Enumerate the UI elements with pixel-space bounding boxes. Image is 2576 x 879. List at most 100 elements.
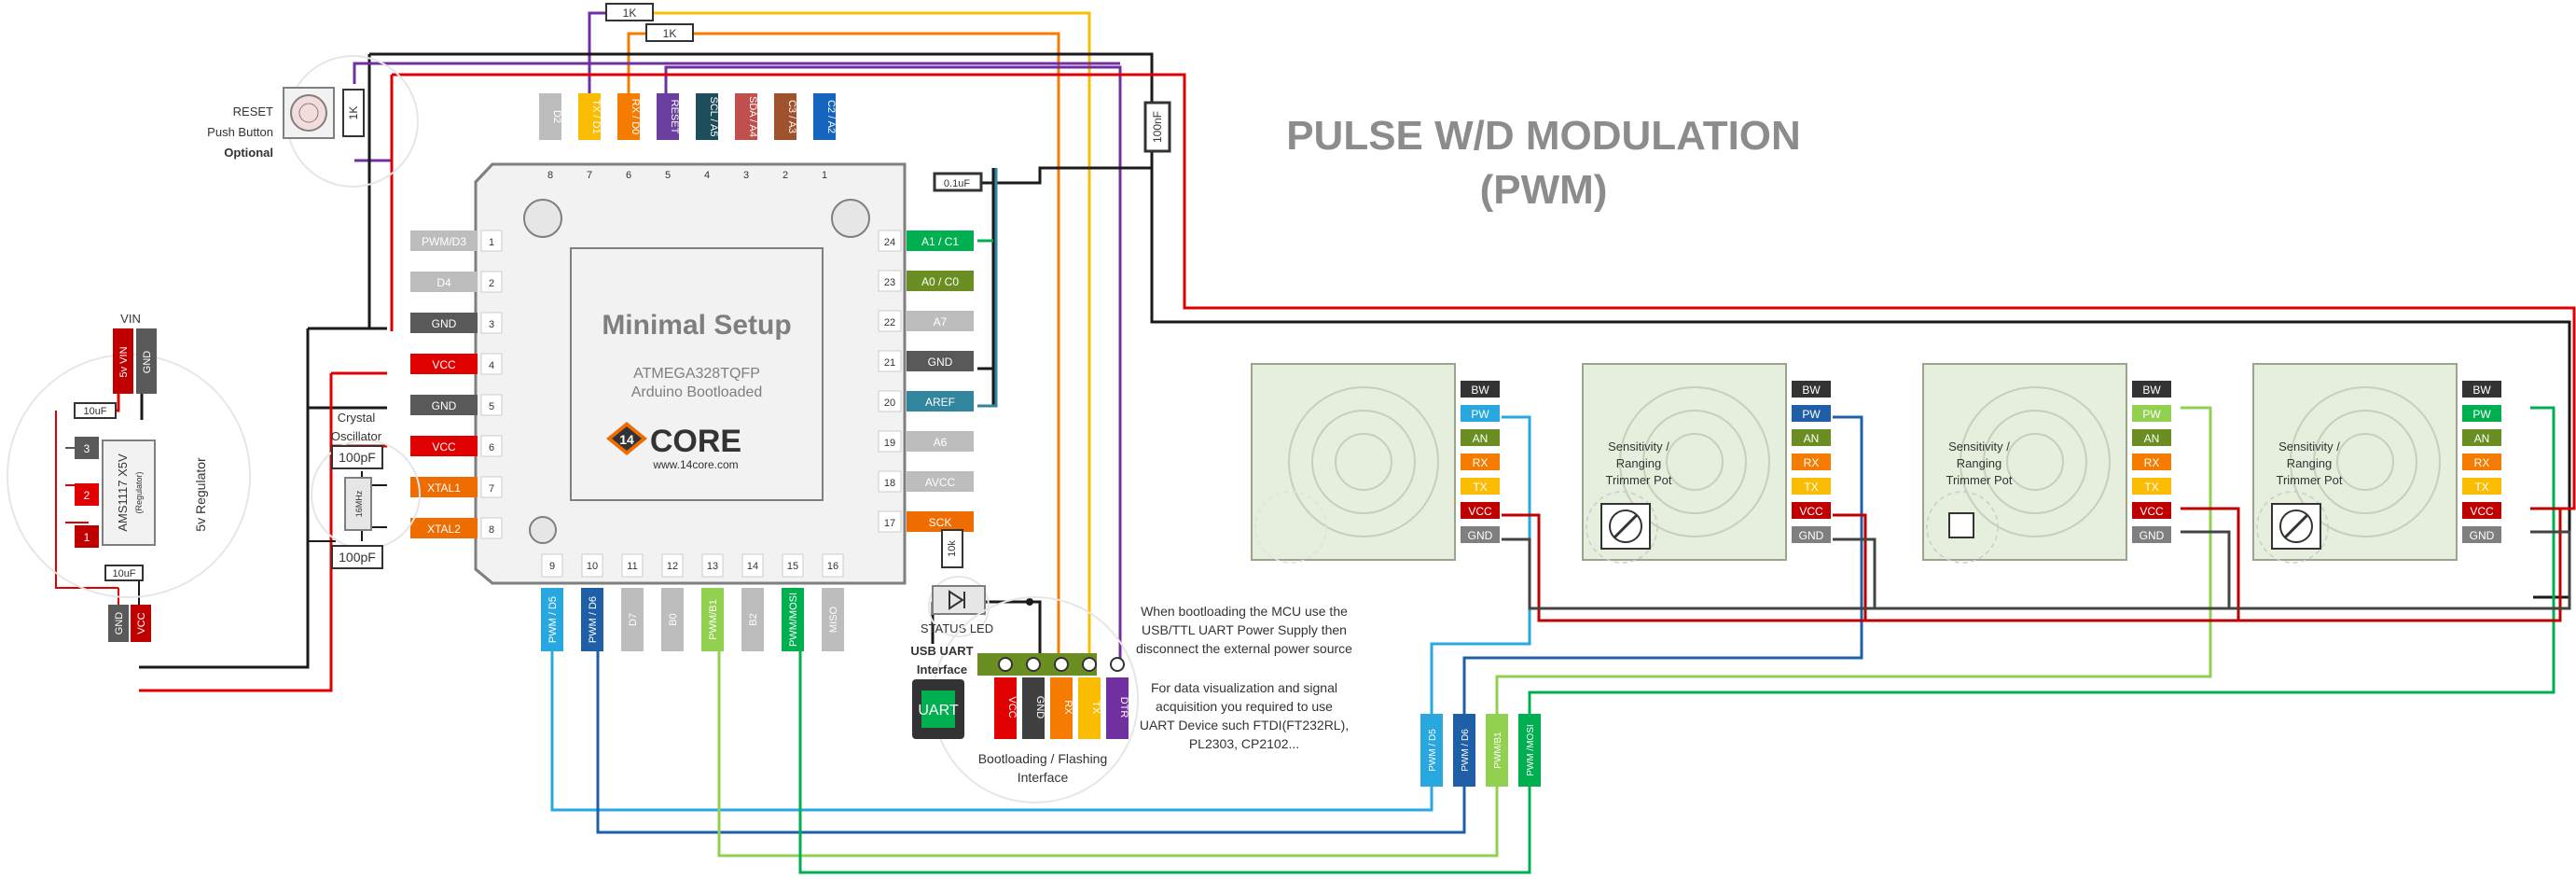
- bottom-pin-number: 11: [627, 561, 637, 572]
- sensor-pin: PW: [1792, 405, 1831, 422]
- bottom-pin-label: PWM/B1: [708, 599, 719, 639]
- left-pin-label: GND: [432, 399, 457, 412]
- sensor-pin: TX: [1461, 478, 1500, 495]
- bottom-pin-number: 10: [587, 561, 598, 572]
- bottom-pin-label: PWM/MOSI: [788, 593, 799, 647]
- svg-text:10uF: 10uF: [83, 406, 106, 417]
- sensor-pin: RX: [1461, 453, 1500, 470]
- left-pin-label: VCC: [432, 440, 456, 453]
- sensor-pin: BW: [2132, 381, 2171, 398]
- top-pin: SDA / A43: [735, 93, 758, 181]
- diagram-title-line2: (PWM): [1480, 167, 1608, 213]
- sensor-pin: GND: [1792, 526, 1831, 543]
- svg-text:100nF: 100nF: [1151, 111, 1164, 143]
- top-pin: RX / D0 6: [617, 93, 641, 181]
- svg-text:0.1uF: 0.1uF: [944, 178, 970, 189]
- svg-text:STATUS LED: STATUS LED: [921, 621, 993, 635]
- sensor-pin-label: RX: [1473, 456, 1489, 469]
- sensor-pin: BW: [2462, 381, 2501, 398]
- sensor-pin: GND: [2462, 526, 2501, 543]
- resistor-r2: 1K: [645, 23, 694, 42]
- sensor-pin-label: RX: [1804, 456, 1820, 469]
- left-pin-label: XTAL2: [427, 523, 461, 536]
- sensor-pin: VCC: [2462, 502, 2501, 519]
- pwm-connector-label: PWM / D6: [1461, 729, 1471, 772]
- right-pin-label: SCK: [929, 516, 952, 529]
- right-pin-number: 18: [884, 478, 895, 489]
- mcu-chip: Minimal Setup ATMEGA328TQFP Arduino Boot…: [474, 162, 907, 585]
- sensor-pin-label: BW: [2472, 384, 2491, 397]
- sensor-pin-label: GND: [1468, 529, 1493, 542]
- right-pin-number: 24: [884, 237, 895, 248]
- svg-text:1: 1: [84, 531, 90, 544]
- right-pin-label: A1 / C1: [921, 235, 959, 248]
- right-pin-number: 23: [884, 277, 895, 288]
- top-pin-label: RX / D0: [630, 99, 641, 135]
- bottom-pin-label: D7: [628, 613, 639, 626]
- left-pin-number: 3: [489, 319, 494, 330]
- sensor-pin: RX: [2132, 453, 2171, 470]
- right-pin-number: 21: [884, 357, 895, 369]
- sensor-pin-label: RX: [2474, 456, 2490, 469]
- svg-text:100pF: 100pF: [339, 550, 376, 565]
- reset-button: 1K RESET Push Button Optional: [207, 55, 419, 188]
- svg-text:5v Regulator: 5v Regulator: [193, 457, 208, 532]
- svg-text:Bootloading / Flashing: Bootloading / Flashing: [978, 751, 1108, 766]
- pwm-connector: PWM/B1: [1486, 714, 1508, 787]
- diagram-title-line1: PULSE W/D MODULATION: [1286, 113, 1801, 159]
- chip-bootloader: Arduino Bootloaded: [631, 384, 763, 400]
- top-pin: D28: [539, 93, 562, 181]
- reset-label-3: Optional: [224, 146, 273, 160]
- top-pin: C2 / A21: [813, 93, 837, 181]
- right-pin-label: GND: [928, 356, 953, 369]
- svg-text:USB UART: USB UART: [910, 644, 973, 658]
- uart-pin: VCC: [994, 677, 1018, 739]
- svg-text:USB/TTL UART Power Supply then: USB/TTL UART Power Supply then: [1142, 622, 1347, 637]
- resistor-r1: 1K: [605, 3, 654, 21]
- right-pin: 24 A1 / C1: [878, 230, 974, 252]
- svg-text:For data visualization and sig: For data visualization and signal: [1151, 680, 1337, 695]
- trimmer-label-1: Sensitivity /: [1948, 440, 2010, 453]
- trimmer-label-2: Ranging: [2287, 456, 2332, 470]
- left-pin-label: GND: [432, 317, 457, 330]
- top-pin: SCL / A54: [696, 93, 719, 181]
- uart-pin-label: DTR: [1118, 697, 1129, 719]
- uart-pin: DTR: [1106, 677, 1129, 739]
- left-pin-label: PWM/D3: [422, 235, 466, 248]
- pwm-connector: PWM / D6: [1453, 714, 1475, 787]
- sensor-pin-label: AN: [2144, 432, 2160, 445]
- svg-text:5v VIN: 5v VIN: [118, 346, 130, 377]
- sensor-pin-label: TX: [2144, 481, 2158, 494]
- svg-text:(Regulator): (Regulator): [134, 471, 144, 513]
- top-pin-number: 6: [626, 170, 631, 181]
- chip-die: [570, 247, 824, 501]
- svg-text:1K: 1K: [663, 27, 677, 40]
- top-pin-label: C2 / A2: [825, 100, 837, 133]
- top-pin-label: D2: [551, 110, 562, 123]
- pwm-connector-label: PWM / D5: [1428, 729, 1438, 772]
- svg-text:Interface: Interface: [1018, 770, 1069, 785]
- reset-label-1: RESET: [233, 105, 273, 119]
- sensor-pin: PW: [2462, 405, 2501, 422]
- left-pin: GND 3: [410, 312, 503, 334]
- left-pin-number: 6: [489, 442, 494, 453]
- sensor-pin-label: VCC: [2470, 505, 2494, 518]
- svg-text:1K: 1K: [347, 106, 360, 120]
- left-pin-number: 1: [489, 237, 494, 248]
- sensor-pin-label: TX: [1473, 481, 1487, 494]
- top-pin-label: RESET: [669, 100, 680, 134]
